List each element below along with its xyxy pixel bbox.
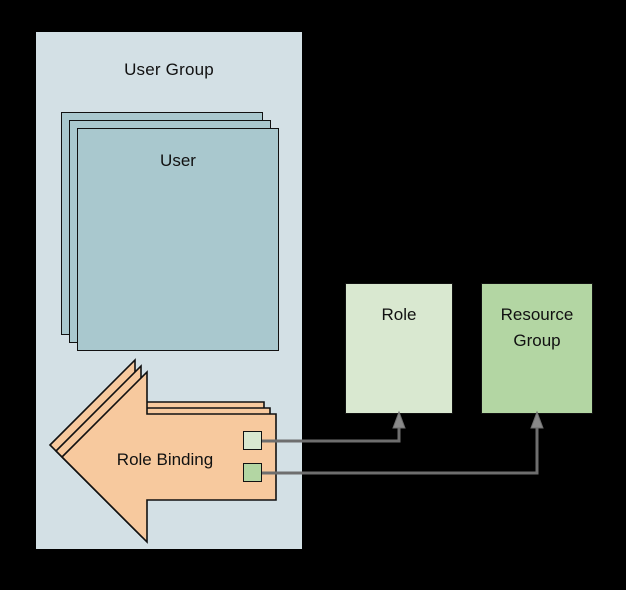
connector-resource-group (262, 410, 544, 475)
role-binding-label: Role Binding (116, 450, 214, 469)
resource-group-chip-icon (243, 463, 262, 482)
role-box: Role (345, 283, 453, 414)
role-chip-icon (243, 431, 262, 450)
resource-group-box: Resource Group (481, 283, 593, 414)
role-box-label: Role (381, 305, 417, 324)
user-card-front (77, 128, 279, 351)
user-label: User (160, 151, 196, 170)
user-group-label: User Group (124, 60, 214, 79)
resource-group-box-label: Resource Group (500, 305, 574, 350)
